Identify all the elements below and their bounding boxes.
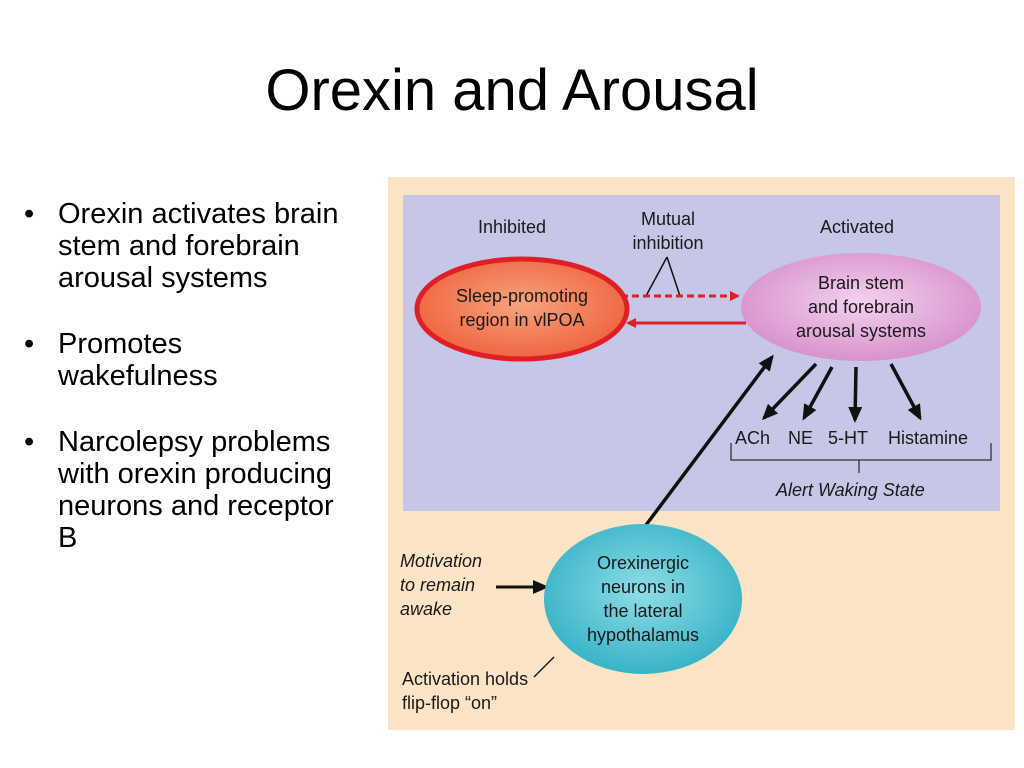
bullet-item: • Promotes wakefulness <box>18 328 348 392</box>
flip-flop-diagram: Inhibited Mutual inhibition Activated Sl… <box>388 177 1015 730</box>
orexin-activation-arrow <box>644 354 774 527</box>
5ht-arrow <box>848 366 863 423</box>
5ht-label: 5-HT <box>828 428 868 448</box>
motivation-label-line: Motivation <box>400 551 483 571</box>
diagram-canvas <box>403 195 1000 678</box>
activation-holds-label: Activation holds flip-flop “on” <box>402 667 528 715</box>
bullet-item: • Orexin activates brain stem and forebra… <box>18 198 348 294</box>
bullet-list: • Orexin activates brain stem and forebra… <box>18 198 348 588</box>
motivation-label-line: to remain <box>400 575 476 595</box>
ach-label: ACh <box>735 428 771 448</box>
motivation-label: Motivation to remain awake <box>400 549 482 621</box>
bullet-text: Orexin activates brain stem and forebrai… <box>58 198 339 294</box>
bullet-item: • Narcolepsy problems with orexin produci… <box>18 426 348 554</box>
inhibition-label-line: inhibition <box>632 233 704 253</box>
orexin-label-line: neurons in <box>600 577 686 597</box>
slide-title: Orexin and Arousal <box>265 58 759 123</box>
orexin-label-line: the lateral <box>603 601 683 621</box>
ne-label: NE <box>788 428 814 448</box>
activated-label: Activated <box>820 217 895 237</box>
sleep-promoting-region <box>414 256 630 362</box>
inhibited-label: Inhibited <box>478 217 547 237</box>
bullet-text: Promotes wakefulness <box>58 328 218 392</box>
sleep-region-label: Sleep-promoting region in vlPOA <box>427 284 617 332</box>
mutual-label-line: Mutual <box>640 209 696 229</box>
orexin-label-line: Orexinergic <box>596 553 690 573</box>
bullet-text: Narcolepsy problems with orexin producin… <box>58 426 334 554</box>
motivation-label-line: awake <box>400 599 453 619</box>
activation-label-line: Activation holds <box>402 669 529 689</box>
activation-label-line: flip-flop “on” <box>402 693 498 713</box>
mutual-inhibition-pointer <box>666 256 681 297</box>
mutual-inhibition-pointer <box>645 256 668 297</box>
arousal-label-line: arousal systems <box>795 321 927 341</box>
histamine-arrow <box>889 363 922 421</box>
arousal-systems-label: Brain stem and forebrain arousal systems <box>771 271 951 343</box>
histamine-label: Histamine <box>888 428 969 448</box>
arousal-label-line: Brain stem <box>817 273 905 293</box>
bullet-dot: • <box>24 426 35 458</box>
alert-state-bracket <box>730 443 992 473</box>
orexinergic-neurons-label: Orexinergic neurons in the lateral hypot… <box>553 551 733 647</box>
sleep-label-line: region in vlPOA <box>459 310 585 330</box>
ne-arrow <box>802 366 834 421</box>
arousal-label-line: and forebrain <box>807 297 915 317</box>
sleep-label-line: Sleep-promoting <box>455 286 589 306</box>
mutual-inhibition-label: Mutual inhibition <box>608 207 728 255</box>
orexinergic-neurons-node <box>544 524 742 674</box>
bullet-dot: • <box>24 328 35 360</box>
orexin-label-line: hypothalamus <box>586 625 700 645</box>
activation-pointer <box>533 656 555 678</box>
alert-waking-state-label: Alert Waking State <box>776 480 925 500</box>
ach-arrow <box>761 362 818 421</box>
bullet-dot: • <box>24 198 35 230</box>
arousal-systems-node <box>741 253 981 361</box>
